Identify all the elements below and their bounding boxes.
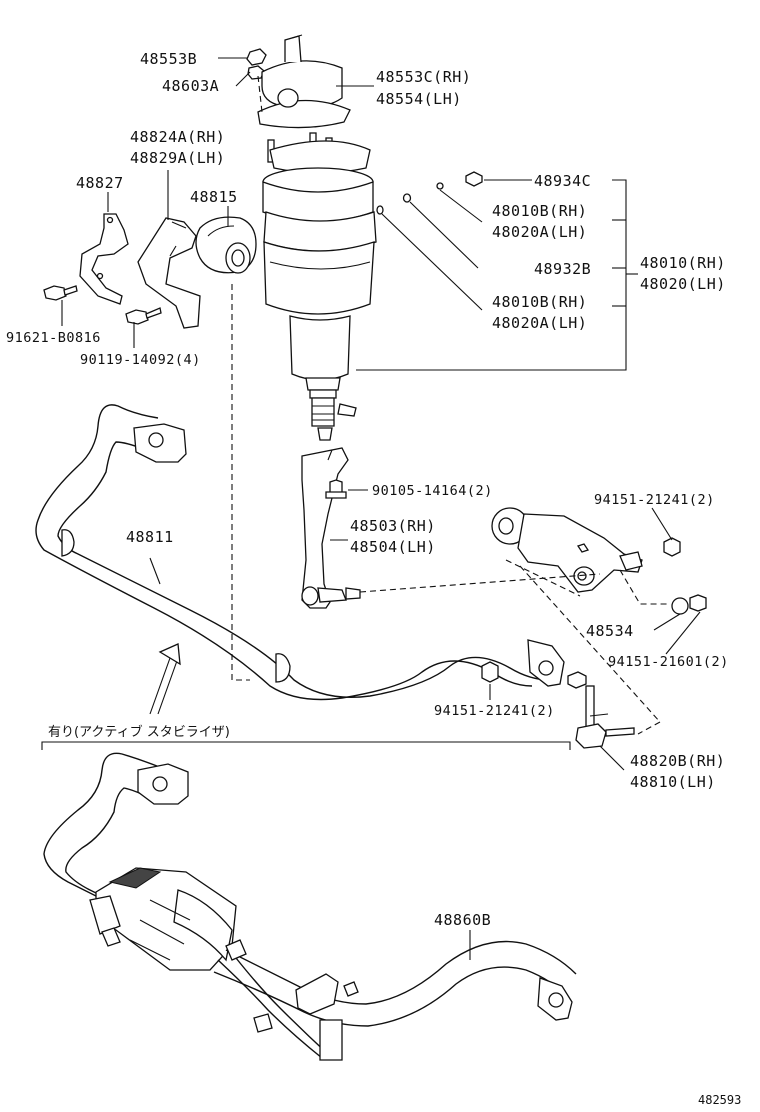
label-48020: 48020(LH)	[640, 275, 726, 293]
fitting-48934C[interactable]	[465, 171, 483, 187]
bushing-48815[interactable]	[195, 216, 257, 274]
label-94151-21241-c: 94151-21241(2)	[434, 703, 555, 719]
label-48504: 48504(LH)	[350, 538, 436, 556]
o-ring-middle[interactable]	[402, 193, 412, 203]
label-48934C: 48934C	[534, 172, 591, 190]
lower-arm-48534[interactable]	[491, 507, 643, 593]
label-48860B: 48860B	[434, 911, 491, 929]
label-48603A: 48603A	[162, 77, 219, 95]
label-48010B-b: 48010B(RH)	[492, 293, 587, 311]
dashed-lines	[231, 75, 668, 735]
bracket-48827[interactable]	[79, 213, 129, 305]
leader-lines	[41, 57, 701, 960]
label-48010: 48010(RH)	[640, 254, 726, 272]
label-91621: 91621-B0816	[6, 330, 101, 346]
label-48553B: 48553B	[140, 50, 197, 68]
strut-fork-48503[interactable]	[301, 447, 361, 609]
o-ring-lower[interactable]	[376, 205, 384, 215]
air-spring-body[interactable]	[262, 132, 377, 441]
label-48810: 48810(LH)	[630, 773, 716, 791]
nut-94151-21241-upper[interactable]	[663, 537, 681, 557]
active-stabilizer-note: 有り(アクティブ スタビライザ)	[48, 724, 230, 740]
label-94151-21241-a: 94151-21241(2)	[594, 492, 715, 508]
label-48824A: 48824A(RH)	[130, 128, 225, 146]
stabilizer-link-48820B[interactable]	[567, 671, 635, 749]
bolt-90119[interactable]	[125, 307, 162, 325]
nut-94151-21241-lower[interactable]	[481, 661, 499, 683]
diagram-code: 482593	[698, 1093, 741, 1107]
label-48553C: 48553C(RH)	[376, 68, 471, 86]
label-48534: 48534	[586, 622, 634, 640]
label-48554: 48554(LH)	[376, 90, 462, 108]
label-90119: 90119-14092(4)	[80, 352, 201, 368]
label-48827: 48827	[76, 174, 124, 192]
bracket-48824A[interactable]	[137, 217, 201, 329]
part-labels: 48553B 48603A 48553C(RH) 48554(LH) 48824…	[6, 50, 741, 1107]
label-48503: 48503(RH)	[350, 517, 436, 535]
label-90105: 90105-14164(2)	[372, 483, 493, 499]
label-48815: 48815	[190, 188, 238, 206]
label-48811: 48811	[126, 528, 174, 546]
label-48010B-a: 48010B(RH)	[492, 202, 587, 220]
direction-arrow	[149, 643, 181, 715]
bolt-91621[interactable]	[43, 285, 78, 301]
strut-upper-mount[interactable]	[246, 34, 351, 129]
active-stabilizer-48860B[interactable]	[43, 752, 577, 1061]
label-48932B: 48932B	[534, 260, 591, 278]
washer-94151-21601[interactable]	[671, 594, 707, 615]
stabilizer-bar-48811[interactable]	[35, 404, 565, 701]
label-48829A: 48829A(LH)	[130, 149, 225, 167]
label-48820B: 48820B(RH)	[630, 752, 725, 770]
o-ring-upper[interactable]	[436, 182, 444, 190]
label-48020A-a: 48020A(LH)	[492, 223, 587, 241]
label-48020A-b: 48020A(LH)	[492, 314, 587, 332]
bolt-90105[interactable]	[325, 479, 347, 499]
label-94151-21601: 94151-21601(2)	[608, 654, 729, 670]
